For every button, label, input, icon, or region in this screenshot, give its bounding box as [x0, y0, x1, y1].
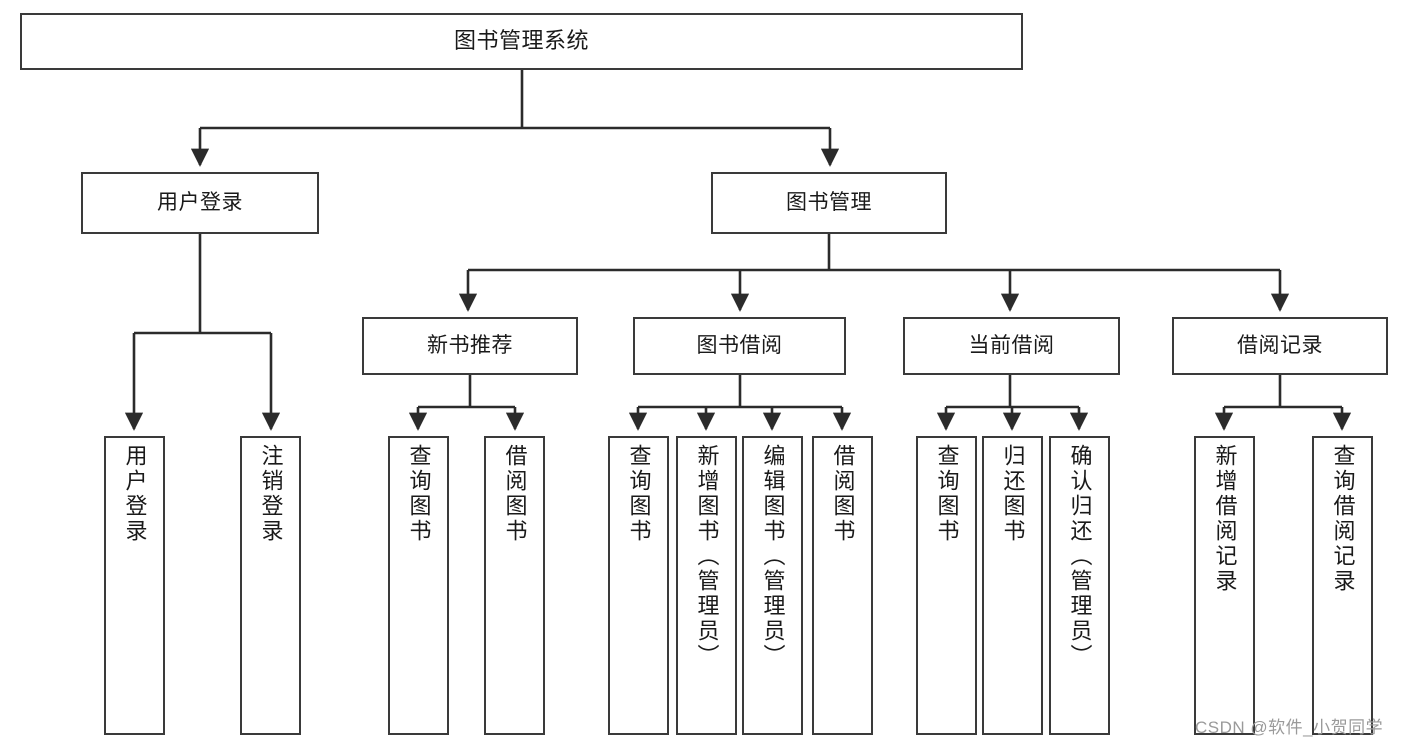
node-borrow-record-label: 借阅记录	[1237, 333, 1323, 357]
node-new-book-recommend[interactable]: 新书推荐	[362, 317, 578, 375]
node-leaf-confirm-return-label: 确认归还（管理员）	[1067, 444, 1093, 669]
node-leaf-borrow-book-2-label: 借阅图书	[830, 444, 856, 544]
node-leaf-add-record[interactable]: 新增借阅记录	[1194, 436, 1255, 735]
node-leaf-edit-book-label: 编辑图书（管理员）	[760, 444, 786, 669]
node-leaf-add-book[interactable]: 新增图书（管理员）	[676, 436, 737, 735]
node-leaf-confirm-return[interactable]: 确认归还（管理员）	[1049, 436, 1110, 735]
node-leaf-borrow-book-1[interactable]: 借阅图书	[484, 436, 545, 735]
node-root[interactable]: 图书管理系统	[20, 13, 1023, 70]
node-root-label: 图书管理系统	[453, 28, 589, 54]
node-leaf-query-book-3-label: 查询图书	[934, 444, 960, 544]
node-leaf-query-book-3[interactable]: 查询图书	[916, 436, 977, 735]
watermark-text: CSDN @软件_小贺同学	[1195, 718, 1384, 737]
node-leaf-add-record-label: 新增借阅记录	[1212, 444, 1238, 594]
node-leaf-query-record[interactable]: 查询借阅记录	[1312, 436, 1373, 735]
node-leaf-edit-book[interactable]: 编辑图书（管理员）	[742, 436, 803, 735]
node-book-borrow-label: 图书借阅	[696, 333, 783, 357]
node-leaf-user-logout[interactable]: 注销登录	[240, 436, 301, 735]
node-leaf-user-login[interactable]: 用户登录	[104, 436, 165, 735]
node-borrow-record[interactable]: 借阅记录	[1172, 317, 1388, 375]
node-leaf-query-book-1[interactable]: 查询图书	[388, 436, 449, 735]
node-leaf-return-book[interactable]: 归还图书	[982, 436, 1043, 735]
node-book-borrow[interactable]: 图书借阅	[633, 317, 846, 375]
node-new-book-recommend-label: 新书推荐	[427, 333, 513, 357]
node-leaf-add-book-label: 新增图书（管理员）	[694, 444, 720, 669]
node-leaf-user-logout-label: 注销登录	[258, 444, 284, 544]
node-book-manage[interactable]: 图书管理	[711, 172, 947, 234]
node-leaf-user-login-label: 用户登录	[122, 444, 148, 544]
node-current-borrow[interactable]: 当前借阅	[903, 317, 1120, 375]
node-book-manage-label: 图书管理	[786, 190, 872, 214]
node-user-login-label: 用户登录	[157, 190, 243, 214]
node-leaf-query-book-1-label: 查询图书	[406, 444, 432, 544]
node-leaf-query-record-label: 查询借阅记录	[1330, 444, 1356, 594]
node-user-login[interactable]: 用户登录	[81, 172, 319, 234]
node-leaf-return-book-label: 归还图书	[1000, 444, 1026, 544]
node-leaf-query-book-2-label: 查询图书	[626, 444, 652, 544]
node-leaf-borrow-book-2[interactable]: 借阅图书	[812, 436, 873, 735]
node-leaf-query-book-2[interactable]: 查询图书	[608, 436, 669, 735]
node-leaf-borrow-book-1-label: 借阅图书	[502, 444, 528, 544]
node-current-borrow-label: 当前借阅	[968, 333, 1055, 357]
